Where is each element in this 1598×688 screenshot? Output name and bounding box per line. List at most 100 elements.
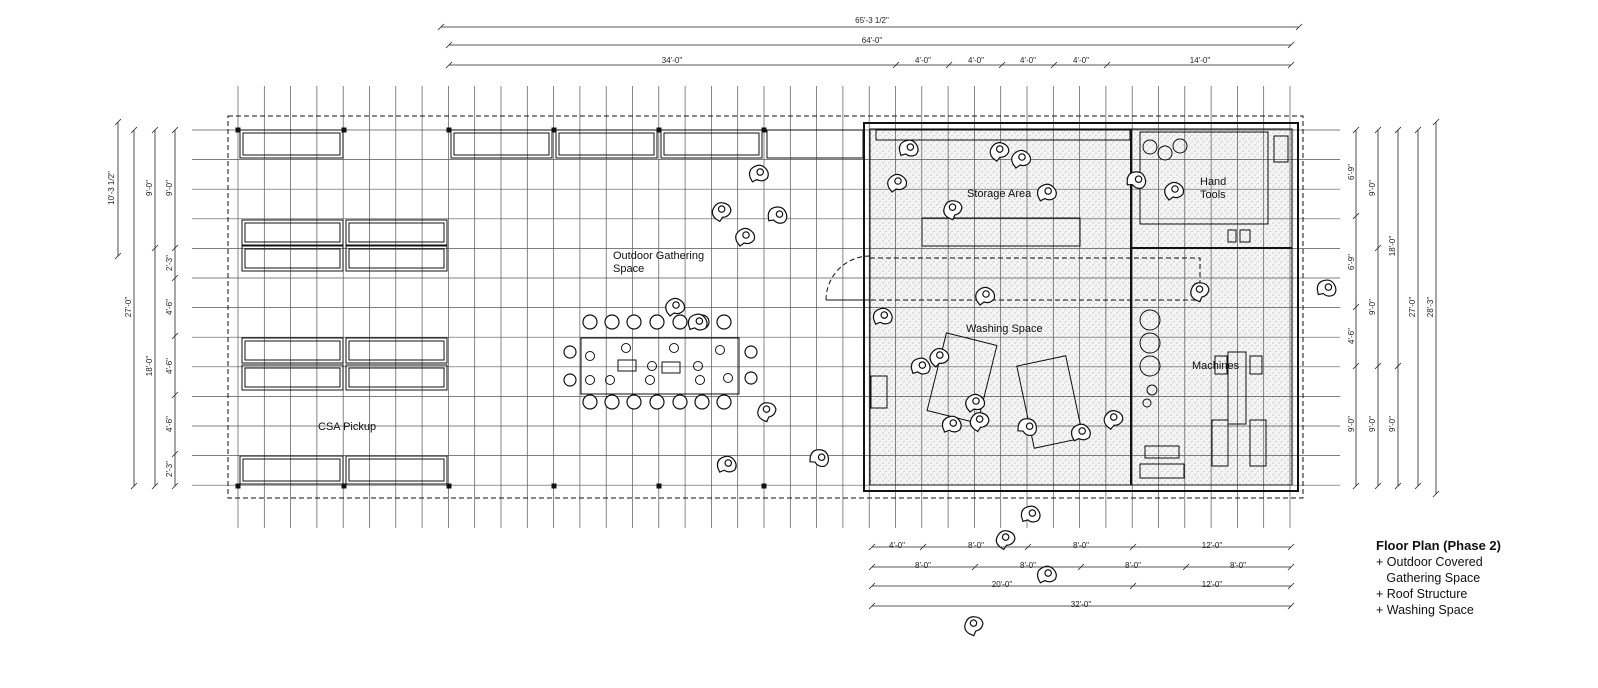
csa-tables	[239, 129, 864, 485]
dim-bottom-r1-3: 8'-0"	[1073, 541, 1089, 550]
table-outline	[241, 245, 344, 272]
dim-right-chain-2: 6'-9"	[1347, 254, 1356, 270]
dim-right-18: 18'-0"	[1388, 236, 1397, 257]
dim-tick	[130, 126, 138, 134]
person-head	[918, 361, 927, 369]
dim-top-chain-6: 14'-0"	[1190, 56, 1211, 65]
dim-tick	[1295, 23, 1303, 31]
table-inner	[453, 132, 550, 156]
column	[341, 483, 347, 489]
column	[341, 127, 347, 133]
table-seats	[563, 314, 758, 410]
person-figure	[910, 357, 931, 375]
dim-tick	[1050, 61, 1058, 69]
plate	[715, 345, 725, 355]
legend-line-4: + Washing Space	[1376, 603, 1474, 617]
plate	[669, 343, 679, 353]
person-figure	[1070, 423, 1091, 442]
person-figure	[1164, 181, 1185, 201]
table-outline	[660, 129, 763, 159]
dim-tick	[1287, 563, 1295, 571]
person-figure	[965, 393, 986, 413]
plate	[585, 375, 595, 385]
seat-top	[582, 314, 598, 330]
dim-tick	[1024, 543, 1032, 551]
plan-legend: Floor Plan (Phase 2) + Outdoor Covered G…	[1376, 538, 1501, 618]
dim-tick	[1287, 41, 1295, 49]
dim-tick	[868, 563, 876, 571]
dim-tick	[1287, 602, 1295, 610]
storage-counter	[921, 217, 1081, 247]
person-head	[894, 177, 902, 185]
machines-equipment	[1139, 309, 1267, 479]
column	[656, 483, 662, 489]
dim-tick	[892, 61, 900, 69]
person-head	[969, 619, 978, 627]
person-head	[948, 203, 957, 211]
seat-bottom	[694, 394, 710, 410]
dim-left-chain-5: 2'-3"	[165, 461, 174, 477]
dim-bottom-r1-1: 4'-0"	[889, 541, 905, 550]
person-head	[975, 415, 984, 423]
column	[761, 127, 767, 133]
legend-line-2: Gathering Space	[1376, 571, 1481, 585]
seat-left	[563, 345, 577, 359]
dim-top-chain-4: 4'-0"	[1020, 56, 1036, 65]
plate	[645, 375, 655, 385]
dim-tick	[971, 563, 979, 571]
handtools-items	[1142, 135, 1289, 243]
person-head	[672, 301, 680, 309]
dim-bottom-r2-1: 8'-0"	[915, 561, 931, 570]
dim-right-9c: 9'-0"	[1368, 416, 1377, 432]
dim-tick	[445, 41, 453, 49]
table-outline	[555, 129, 658, 159]
roof-grid	[192, 86, 1340, 528]
seat-top	[626, 314, 642, 330]
label-csa-pickup: CSA Pickup	[318, 421, 376, 433]
label-outdoor-2: Space	[613, 263, 644, 275]
dim-tick	[1129, 543, 1137, 551]
dim-tick	[1414, 126, 1422, 134]
plate	[695, 375, 705, 385]
seat-right	[744, 371, 758, 385]
seat-bottom	[649, 394, 665, 410]
person-head	[775, 210, 784, 218]
plate	[723, 373, 733, 383]
dim-tick	[1352, 482, 1360, 490]
seat-bottom	[626, 394, 642, 410]
person-head	[762, 405, 771, 413]
dim-bottom-r1-2: 8'-0"	[968, 541, 984, 550]
person-figure	[748, 164, 769, 183]
dim-tick	[171, 274, 179, 282]
dim-right-9a: 9'-0"	[1368, 180, 1377, 196]
person-head	[817, 453, 826, 462]
column	[446, 127, 452, 133]
person-head	[995, 145, 1004, 153]
wash-sink	[870, 375, 888, 409]
legend-line-3: + Roof Structure	[1376, 587, 1468, 601]
dimension-lines	[117, 26, 1437, 607]
person-figure	[1036, 565, 1057, 584]
person-head	[1018, 153, 1026, 161]
dim-bottom-r4: 32'-0"	[1071, 600, 1092, 609]
dim-tick	[1352, 362, 1360, 370]
person-figure	[665, 297, 686, 317]
plate	[621, 343, 631, 353]
dim-bottom-r2-4: 8'-0"	[1230, 561, 1246, 570]
dim-tick	[171, 450, 179, 458]
person-head	[1324, 283, 1333, 291]
column	[235, 127, 241, 133]
dim-tick	[1352, 303, 1360, 311]
dim-tick	[171, 126, 179, 134]
person-head	[936, 351, 944, 359]
person-head	[1001, 533, 1010, 541]
dim-left-outer: 10'-3 1/2"	[107, 171, 116, 205]
column	[446, 483, 452, 489]
dim-top-chain-2: 4'-0"	[915, 56, 931, 65]
label-hand-tools-1: Hand	[1200, 176, 1226, 188]
column	[551, 127, 557, 133]
person-head	[1171, 185, 1179, 193]
table-outline	[345, 364, 448, 391]
person-figure	[809, 449, 830, 468]
